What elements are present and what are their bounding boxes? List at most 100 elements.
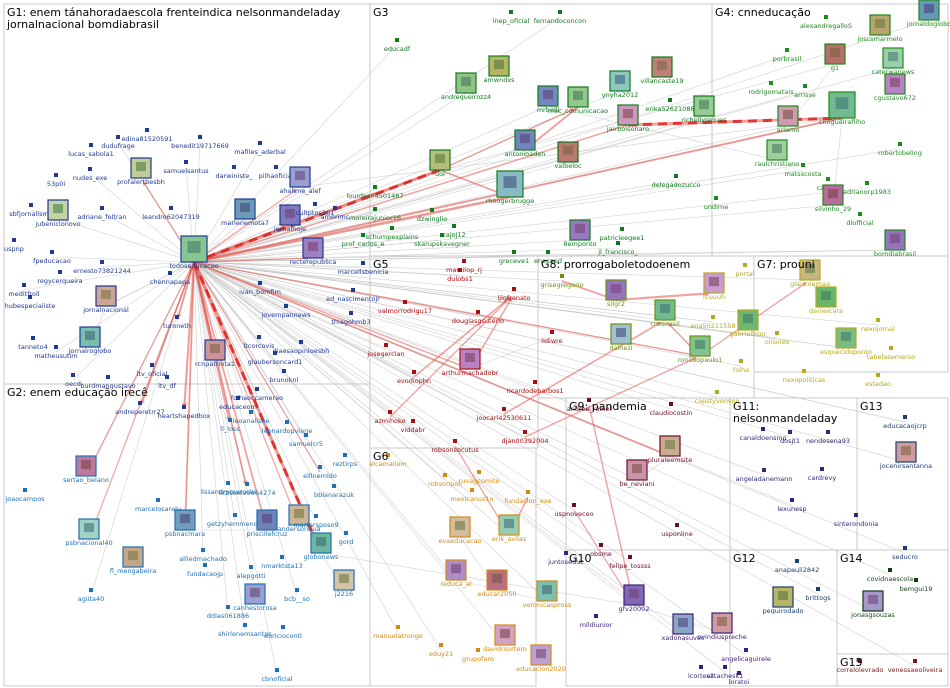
graph-node[interactable]: dulobs1: [447, 268, 473, 283]
graph-node[interactable]: uspnoveceo: [554, 503, 594, 518]
graph-node[interactable]: usponline: [661, 523, 693, 538]
graph-node[interactable]: lourdes04501487: [346, 185, 404, 200]
graph-node[interactable]: joocarl42530611: [476, 407, 532, 422]
graph-node[interactable]: capstyvenson: [695, 390, 740, 405]
graph-node[interactable]: bemgui19: [900, 578, 933, 593]
graph-node[interactable]: hubespecialiste: [5, 295, 56, 310]
graph-node[interactable]: dalnezi: [609, 323, 633, 352]
graph-node[interactable]: eduy21: [429, 643, 453, 658]
graph-node[interactable]: erik_avilas: [492, 514, 527, 543]
graph-node[interactable]: elcamaliem: [369, 453, 407, 468]
graph-node[interactable]: seducro: [892, 546, 918, 561]
graph-node[interactable]: matsscosta: [784, 163, 822, 178]
graph-node[interactable]: marcelosarelu: [135, 498, 181, 513]
graph-node[interactable]: fl_mengabeira: [110, 546, 157, 575]
graph-node[interactable]: claudiocostin: [650, 402, 693, 417]
graph-node[interactable]: venessaeoliveira: [888, 659, 943, 674]
graph-node[interactable]: djan00392004: [501, 430, 549, 445]
graph-node[interactable]: benedit19717669: [171, 135, 229, 150]
graph-node[interactable]: ruvagcomito: [459, 470, 500, 485]
graph-node[interactable]: jl_francisco_: [597, 241, 638, 256]
graph-node[interactable]: dzwinglio: [417, 208, 448, 223]
graph-node[interactable]: jocenirsantanna: [879, 441, 932, 470]
graph-node[interactable]: cultptos101: [296, 202, 335, 217]
graph-node[interactable]: heartshapedbox: [158, 405, 211, 420]
graph-node[interactable]: viddabr: [401, 419, 426, 434]
graph-node[interactable]: psbnacmara: [165, 509, 205, 538]
graph-node[interactable]: nmarktsta13: [261, 555, 303, 570]
graph-node[interactable]: lucas_sabola1: [68, 143, 114, 158]
graph-node[interactable]: arlamo: [777, 105, 800, 134]
graph-node[interactable]: davidrsortero: [483, 624, 527, 653]
graph-node[interactable]: covidnaescola: [867, 568, 913, 583]
graph-node[interactable]: rodrigomatais: [748, 81, 794, 96]
graph-node[interactable]: leoanalisee: [233, 410, 270, 425]
graph-node[interactable]: priscillefcruz: [246, 509, 288, 538]
graph-node[interactable]: fernandoconcon: [534, 10, 587, 25]
graph-node[interactable]: gfv20002: [619, 584, 650, 613]
graph-node[interactable]: fundacion_exe: [505, 490, 552, 505]
graph-node[interactable]: richellyjaques: [681, 95, 727, 124]
graph-node[interactable]: samuelcr5: [289, 433, 323, 448]
graph-node[interactable]: joscsmarmelo: [856, 14, 903, 43]
graph-node[interactable]: matheusutim: [34, 345, 78, 360]
graph-node[interactable]: elllnemldo: [303, 465, 337, 480]
graph-node[interactable]: brittogs: [805, 587, 831, 602]
graph-node[interactable]: ivan_bomfim: [239, 281, 281, 296]
graph-node[interactable]: mrbelli: [537, 85, 560, 114]
graph-node[interactable]: getzyhemmendis: [207, 513, 264, 528]
graph-node[interactable]: manuelatronge: [373, 625, 423, 640]
graph-node[interactable]: cnnbrasil: [650, 299, 680, 328]
graph-node[interactable]: pequirodado: [763, 586, 804, 615]
graph-node[interactable]: folhaoccamerao: [231, 387, 283, 402]
graph-node[interactable]: portal: [735, 263, 755, 278]
graph-node[interactable]: educaceom: [219, 396, 257, 411]
graph-node[interactable]: ahalime_alef: [279, 166, 321, 195]
graph-node[interactable]: evodiophn: [397, 370, 431, 385]
graph-node[interactable]: josegercian: [366, 343, 405, 358]
graph-node[interactable]: jonasgsouzas: [850, 590, 895, 619]
graph-node[interactable]: loratoi: [729, 671, 750, 686]
graph-node[interactable]: ltcorcovis: [243, 335, 275, 350]
graph-node[interactable]: sertao_belano: [63, 455, 109, 484]
graph-node[interactable]: cardrevy: [808, 467, 837, 482]
graph-node[interactable]: olisoles: [765, 331, 790, 346]
graph-node[interactable]: folha: [733, 359, 749, 374]
graph-node[interactable]: mafiles_aderbal: [234, 141, 286, 156]
graph-node[interactable]: bomdiabrasil: [874, 229, 916, 258]
graph-node[interactable]: fundacaojp: [187, 563, 223, 578]
graph-node[interactable]: grupofaro: [462, 648, 494, 663]
graph-node[interactable]: todoseducacao: [169, 235, 219, 270]
graph-node[interactable]: juntoseduc: [547, 551, 584, 566]
graph-node[interactable]: educacion2020: [516, 644, 566, 673]
graph-node[interactable]: fcuuuh: [703, 272, 725, 301]
graph-node[interactable]: nexojornal: [861, 318, 895, 333]
graph-node[interactable]: ana50211558: [690, 315, 736, 330]
graph-node[interactable]: leandro62047319: [142, 206, 200, 221]
graph-node[interactable]: estachesk1: [707, 665, 744, 680]
graph-node[interactable]: andreperetrr27: [115, 401, 165, 416]
graph-node[interactable]: angelicaguirele: [721, 648, 771, 663]
graph-node[interactable]: reduca_al: [440, 559, 472, 588]
graph-node[interactable]: shirlenemsantos: [218, 623, 272, 638]
graph-node[interactable]: lcortes2: [688, 665, 714, 680]
graph-node[interactable]: lexunesp: [777, 498, 807, 513]
graph-node[interactable]: martarsposo9: [293, 514, 339, 529]
graph-node[interactable]: alepgotti: [237, 565, 266, 580]
graph-node[interactable]: alliedmachado: [179, 548, 227, 563]
graph-node[interactable]: educar2050: [477, 569, 517, 598]
graph-node[interactable]: azmihoke: [374, 410, 406, 425]
graph-node[interactable]: leonardopviane: [262, 420, 312, 435]
graph-node[interactable]: robertobeling: [878, 142, 922, 157]
graph-node[interactable]: grisegregorio: [540, 274, 584, 289]
graph-node[interactable]: angeladanemann: [736, 468, 793, 483]
graph-node[interactable]: andersondua: [278, 504, 321, 533]
graph-node[interactable]: bblanarazuk: [314, 484, 354, 499]
graph-node[interactable]: jornaldoglobo: [906, 0, 950, 28]
graph-node[interactable]: valmorrodrigu17: [378, 300, 432, 315]
graph-node[interactable]: ricardodebarbos1: [506, 380, 564, 395]
graph-node[interactable]: mec_comunicacao: [548, 86, 608, 115]
graph-node[interactable]: adrianorp1983: [843, 181, 891, 196]
graph-node[interactable]: globonews: [304, 532, 339, 561]
graph-node[interactable]: profalertbesbh: [117, 157, 165, 186]
